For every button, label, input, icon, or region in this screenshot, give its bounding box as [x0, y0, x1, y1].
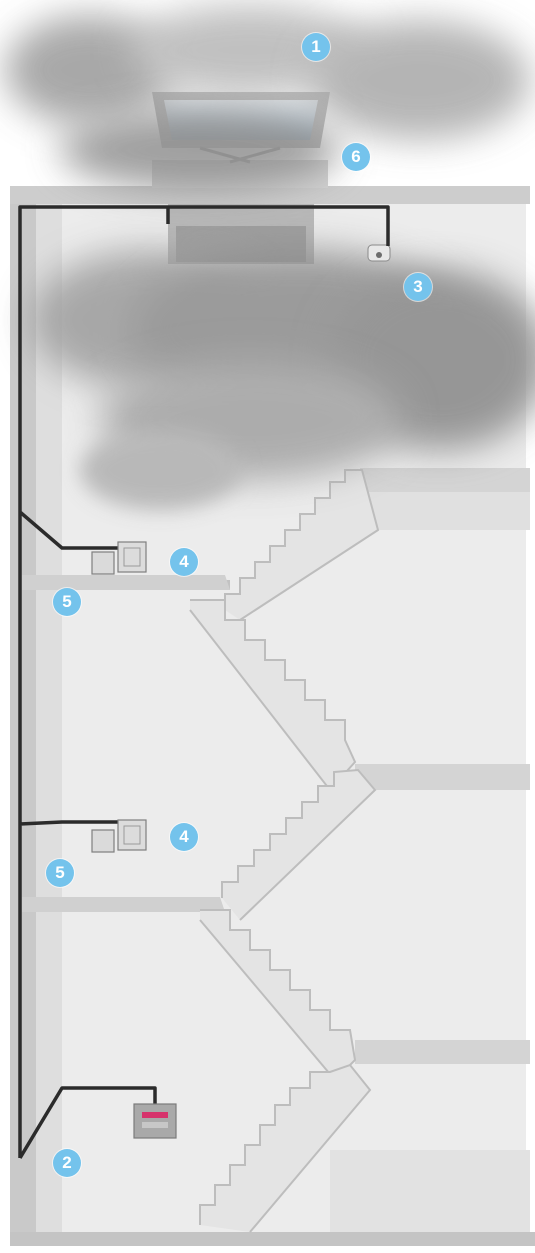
- landing-mid: [355, 764, 530, 790]
- marker-wall-middle: 5: [46, 859, 74, 887]
- marker-switch-upper: 4: [170, 548, 198, 576]
- roof-slab: [10, 186, 530, 204]
- marker-smoke-detector: 3: [404, 273, 432, 301]
- floor-slab-upper-top: [22, 575, 230, 590]
- marker-smoke-roof: 6: [342, 143, 370, 171]
- marker-wall-upper: 5: [53, 588, 81, 616]
- marker-roof-vent: 1: [302, 33, 330, 61]
- smoke-detector: [368, 245, 390, 261]
- landing-bottom: [330, 1150, 530, 1232]
- landing-top-face: [360, 492, 530, 530]
- marker-control-panel: 2: [53, 1149, 81, 1177]
- landing-top: [360, 468, 530, 492]
- bottom-slab: [10, 1232, 535, 1246]
- floor-slab-middle-top: [22, 897, 225, 912]
- left-outer-wall: [10, 188, 36, 1240]
- control-panel: [134, 1104, 176, 1138]
- landing-low: [355, 1040, 530, 1064]
- marker-switch-middle: 4: [170, 823, 198, 851]
